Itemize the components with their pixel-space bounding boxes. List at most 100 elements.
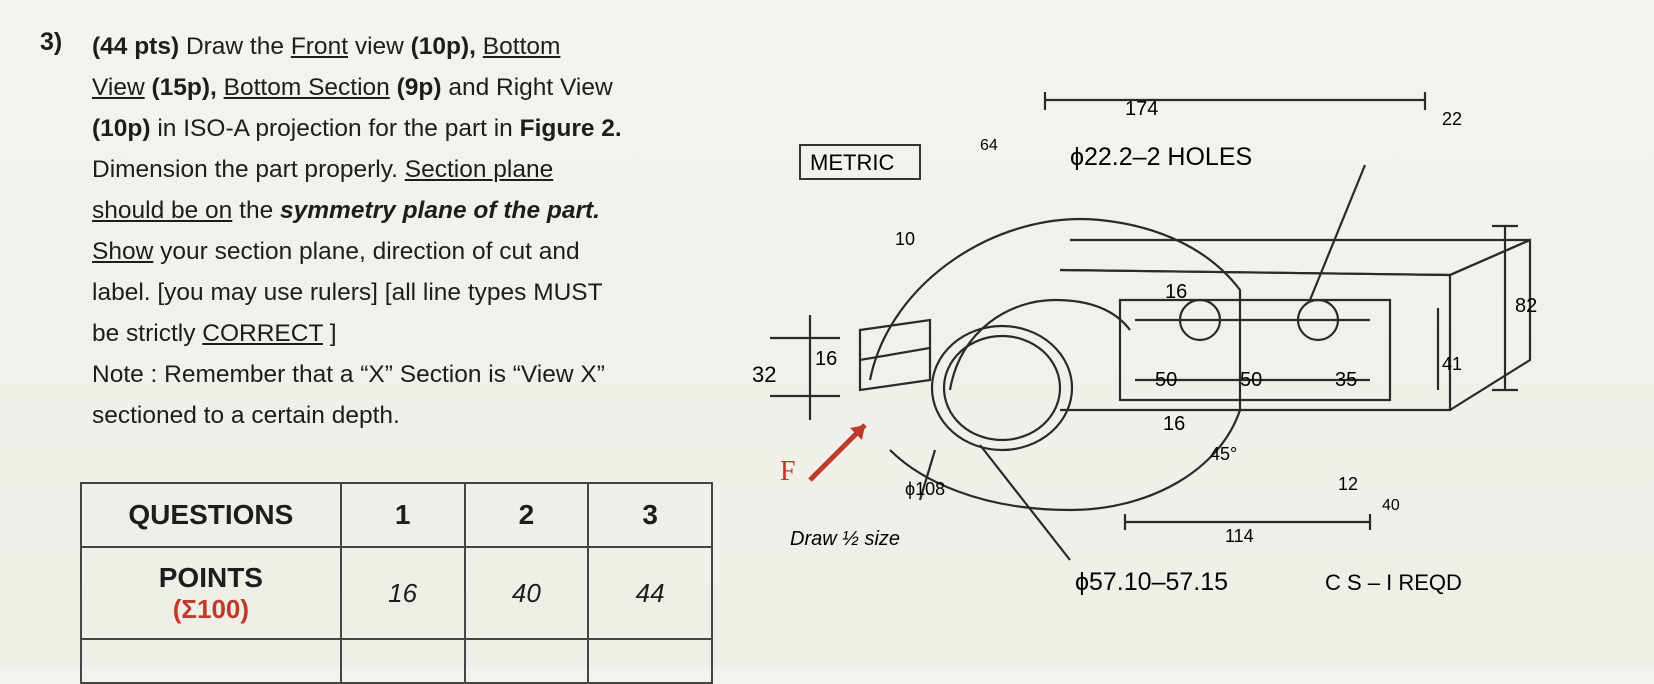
figure-ref: Figure 2. xyxy=(519,115,622,142)
instruction-line-1: (44 pts) Draw the Front view (10p), Bott… xyxy=(92,26,792,67)
correct-term: CORRECT xyxy=(202,320,323,347)
leader-5710 xyxy=(979,444,1071,561)
section-points: (9p) xyxy=(396,74,442,101)
question-instructions: (44 pts) Draw the Front view (10p), Bott… xyxy=(92,26,792,436)
empty-cell xyxy=(587,638,713,684)
symmetry-term: symmetry plane of the part. xyxy=(280,197,600,224)
col-3-header: 3 xyxy=(587,482,713,548)
col-2-header: 2 xyxy=(463,482,590,548)
points-sum: (Σ100) xyxy=(172,593,250,624)
front-points: (10p), xyxy=(410,33,476,60)
dim-35: 35 xyxy=(1335,369,1357,391)
dim-82: 82 xyxy=(1515,295,1537,317)
bottom-section-term: Bottom Section xyxy=(223,74,390,101)
instruction-text: view xyxy=(354,33,404,60)
isometric-part-drawing: F METRIC 174 22 64 ϕ22.2–2 HOLES 10 82 1… xyxy=(752,92,1537,596)
dim-114: 114 xyxy=(1225,526,1254,546)
dim-16-top: 16 xyxy=(1165,281,1187,303)
dim-114-line xyxy=(1123,514,1372,530)
instruction-text: in ISO-A projection for the part in xyxy=(157,115,513,142)
cs-note: C S – I REQD xyxy=(1325,570,1462,595)
metric-label: METRIC xyxy=(810,150,894,175)
note-line-2: sectioned to a certain depth. xyxy=(92,402,400,429)
hole-2 xyxy=(1296,298,1340,342)
dim-45-deg: 45° xyxy=(1210,444,1237,464)
holes-note: ϕ22.2–2 HOLES xyxy=(1070,143,1252,171)
step-lines xyxy=(1135,318,1370,382)
instruction-line-8: be strictly CORRECT ] xyxy=(92,313,792,354)
instruction-line-2: View (15p), Bottom Section (9p) and Righ… xyxy=(92,67,792,108)
instruction-line-5: should be on the symmetry plane of the p… xyxy=(92,190,792,231)
front-view-term: Front xyxy=(290,33,348,60)
question-points: (44 pts) xyxy=(92,33,180,60)
points-table: QUESTIONS 1 2 3 POINTS (Σ100) 16 40 44 xyxy=(80,482,713,684)
instruction-text: ] xyxy=(329,320,337,347)
slot-outline xyxy=(858,318,932,362)
points-value-1: 16 xyxy=(339,546,466,640)
section-arrow xyxy=(808,423,867,482)
points-label: POINTS xyxy=(158,561,263,593)
scale-note: Draw ½ size xyxy=(790,528,900,550)
dim-32: 32 xyxy=(752,362,776,387)
dim-50-b: 50 xyxy=(1240,369,1262,391)
show-term: Show xyxy=(92,238,154,265)
points-value-2: 40 xyxy=(463,546,590,640)
table-row: QUESTIONS 1 2 3 xyxy=(80,482,713,548)
should-be-on-term: should be on xyxy=(92,197,233,224)
bore-circle xyxy=(930,324,1074,452)
empty-cell xyxy=(80,638,342,684)
points-label-cell: POINTS (Σ100) xyxy=(80,546,342,640)
dim-22: 22 xyxy=(1442,109,1462,129)
hole-1 xyxy=(1178,298,1222,342)
points-value-3: 44 xyxy=(587,546,713,640)
instruction-line-6: Show your section plane, direction of cu… xyxy=(92,231,792,272)
col-1-header: 1 xyxy=(339,482,466,548)
dim-16-left: 16 xyxy=(815,348,837,370)
bottom-points: (15p), xyxy=(151,74,217,101)
instruction-text: your section plane, direction of cut and xyxy=(160,238,580,265)
note-line-1: Note : Remember that a “X” Section is “V… xyxy=(92,361,605,388)
empty-cell xyxy=(339,638,466,684)
dim-10: 10 xyxy=(895,229,915,249)
view-term: View xyxy=(92,74,145,101)
metric-box xyxy=(799,144,921,180)
instruction-line-7: label. [you may use rulers] [all line ty… xyxy=(92,272,792,313)
empty-cell xyxy=(463,638,590,684)
bore-inner xyxy=(942,334,1062,442)
dim-40: 40 xyxy=(1382,497,1400,514)
leader-108 xyxy=(918,449,937,501)
lug-inner-arc xyxy=(948,298,1131,391)
dim-174: 174 xyxy=(1125,98,1158,120)
bottom-view-term: Bottom xyxy=(482,33,561,60)
instruction-line-3: (10p) in ISO-A projection for the part i… xyxy=(92,108,792,149)
block-side xyxy=(1449,238,1532,411)
instruction-text: Draw the xyxy=(185,33,284,60)
leader-holes xyxy=(1308,164,1367,301)
block-front xyxy=(1059,268,1452,412)
block-step xyxy=(1118,298,1392,402)
table-row xyxy=(80,638,713,684)
instruction-text: be strictly xyxy=(92,320,196,347)
dim-12: 12 xyxy=(1338,474,1358,494)
dim-64: 64 xyxy=(980,137,998,154)
dim-50-a: 50 xyxy=(1155,369,1177,391)
dim-108: ϕ108 xyxy=(905,479,945,499)
dim-174-line xyxy=(1043,92,1427,110)
instruction-text: label. [you may use rulers] [all line ty… xyxy=(92,279,603,306)
instruction-text: the xyxy=(239,197,274,224)
instruction-text: Dimension the part properly. xyxy=(92,156,398,183)
right-points: (10p) xyxy=(92,115,151,142)
section-plane-term: Section plane xyxy=(404,156,554,183)
instruction-line-4: Dimension the part properly. Section pla… xyxy=(92,149,792,190)
dim-16-bottom: 16 xyxy=(1163,413,1185,435)
question-number: 3) xyxy=(40,28,63,56)
dim-57: ϕ57.10–57.15 xyxy=(1075,568,1228,596)
slot-arm xyxy=(858,348,932,392)
dim-32-line xyxy=(770,315,840,420)
questions-header: QUESTIONS xyxy=(80,482,342,548)
lug-outline xyxy=(868,217,1242,512)
section-arrowhead xyxy=(850,425,865,440)
dim-82-line xyxy=(1492,224,1518,392)
dim-41: 41 xyxy=(1442,354,1462,374)
